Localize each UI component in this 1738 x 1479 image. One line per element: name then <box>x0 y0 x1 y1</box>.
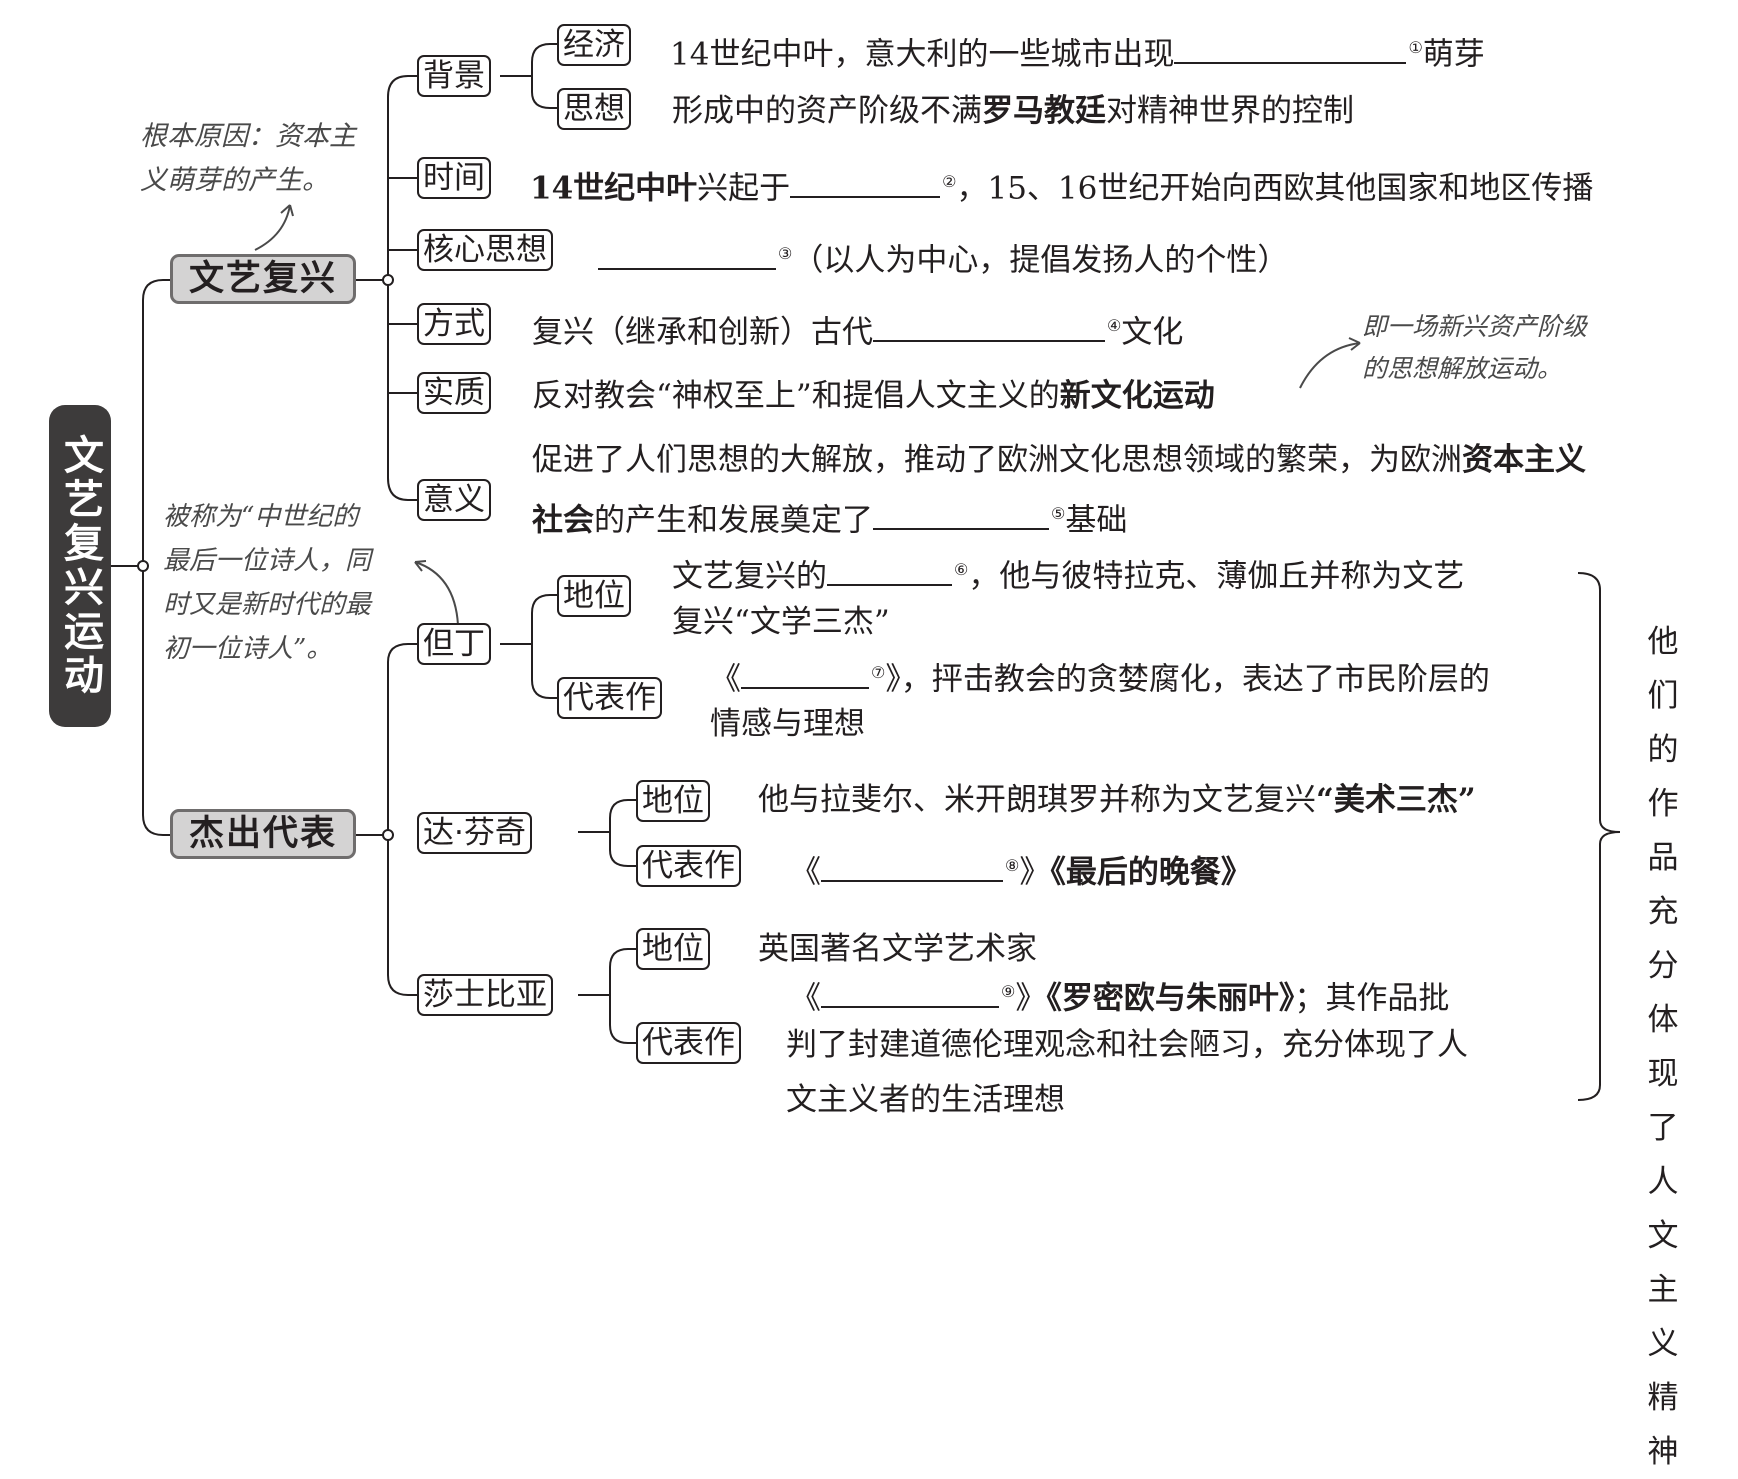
label-davinci-works: 代表作 <box>636 845 741 887</box>
label-background: 背景 <box>417 55 491 97</box>
label-davinci-status: 地位 <box>636 780 710 822</box>
label-davinci: 达·芬奇 <box>417 812 532 854</box>
label-dante-works: 代表作 <box>557 677 662 719</box>
label-shakespeare: 莎士比亚 <box>417 974 553 1016</box>
significance-line1: 促进了人们思想的大解放，推动了欧洲文化思想领域的繁荣，为欧洲资本主义 <box>532 442 1586 478</box>
dante-works-line2: 情感与理想 <box>710 706 865 742</box>
label-dante: 但丁 <box>417 623 491 665</box>
davinci-works-text: 《⑧》《最后的晚餐》 <box>790 854 1252 891</box>
label-thought: 思想 <box>557 88 631 130</box>
label-dante-status: 地位 <box>557 575 631 617</box>
label-economy: 经济 <box>557 24 631 66</box>
dante-status-line2: 复兴“文学三杰” <box>672 604 890 640</box>
shakespeare-status-text: 英国著名文学艺术家 <box>758 931 1037 967</box>
side-note: 他们的作品充分体现了人文主义精神 <box>1647 624 1679 1470</box>
renaissance-box: 文艺复兴 <box>170 254 356 304</box>
label-essence: 实质 <box>417 372 491 414</box>
label-significance: 意义 <box>417 479 491 521</box>
label-core: 核心思想 <box>417 229 553 271</box>
dante-works-line1: 《⑦》，抨击教会的贪婪腐化，表达了市民阶层的 <box>710 661 1490 698</box>
label-shakespeare-status: 地位 <box>636 928 710 970</box>
root-title: 文艺复兴运动 <box>49 405 111 727</box>
representatives-box: 杰出代表 <box>170 809 356 859</box>
annotation-essence: 即一场新兴资产阶级 的思想解放运动。 <box>1362 312 1588 383</box>
thought-text: 形成中的资产阶级不满罗马教廷对精神世界的控制 <box>672 93 1354 129</box>
label-method: 方式 <box>417 303 491 345</box>
shakespeare-works-line1: 《⑨》《罗密欧与朱丽叶》；其作品批 <box>790 980 1450 1017</box>
label-time: 时间 <box>417 157 491 199</box>
shakespeare-works-line2: 判了封建道德伦理观念和社会陋习，充分体现了人 <box>786 1027 1468 1063</box>
label-shakespeare-works: 代表作 <box>636 1022 741 1064</box>
connector-lines <box>111 43 1621 1101</box>
core-text: ③（以人为中心，提倡发扬人的个性） <box>598 236 1288 278</box>
annotation-dante: 被称为“中世纪的 最后一位诗人，同 时又是新时代的最 初一位诗人”。 <box>163 502 372 664</box>
davinci-status-text: 他与拉斐尔、米开朗琪罗并称为文艺复兴“美术三杰” <box>758 782 1476 818</box>
shakespeare-works-line3: 文主义者的生活理想 <box>786 1082 1065 1118</box>
annotation-root-cause: 根本原因：资本主 义萌芽的产生。 <box>140 121 356 196</box>
essence-text: 反对教会“神权至上”和提倡人文主义的新文化运动 <box>532 378 1215 414</box>
